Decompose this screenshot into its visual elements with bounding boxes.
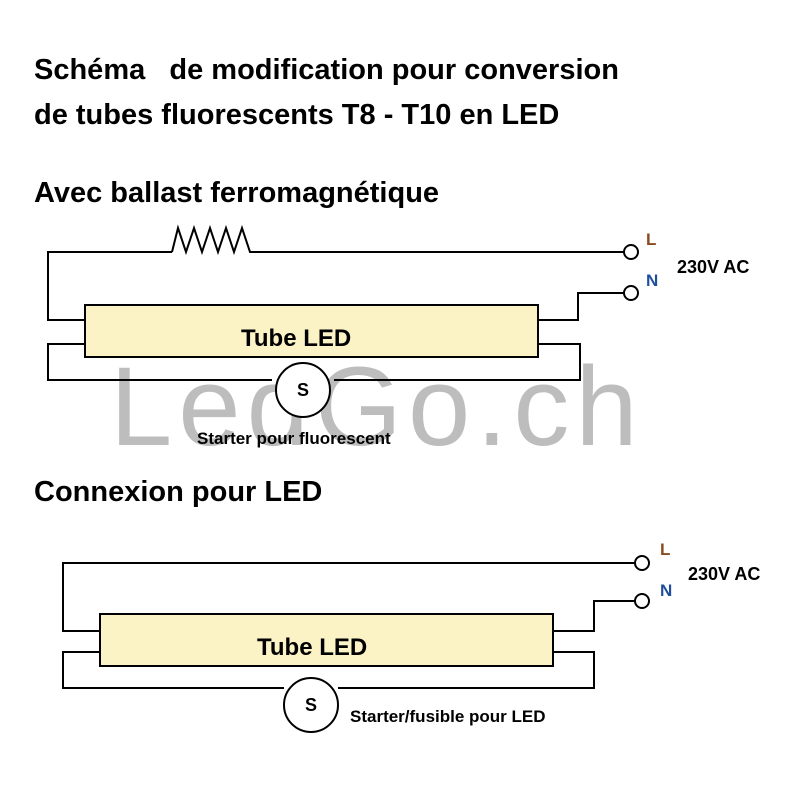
starter-2 [283, 677, 339, 733]
wire-fuse-to-right [338, 651, 595, 689]
voltage-2: 230V AC [688, 564, 760, 584]
diagram-led [62, 562, 635, 689]
wire-starter-to-right [334, 343, 581, 381]
starter-1-symbol: S [297, 380, 309, 400]
wire-ballast-to-tube [47, 251, 172, 321]
terminal-l-1 [623, 244, 639, 260]
led-tube-1-label: Tube LED [241, 325, 351, 352]
terminal-l-1-label: L [646, 230, 656, 249]
diagram-ballast [47, 224, 624, 381]
wire-l-to-tube [62, 562, 635, 632]
title-line-2: de tubes fluorescents T8 - T10 en LED [34, 99, 560, 131]
led-tube-2-label: Tube LED [257, 634, 367, 661]
led-tube-1 [84, 304, 539, 358]
watermark: LedGo.ch [110, 344, 644, 469]
voltage-1: 230V AC [677, 257, 749, 277]
terminal-n-2-label: N [660, 581, 672, 600]
wire-left-to-fuse [62, 651, 284, 689]
ballast-resistor-symbol [171, 224, 258, 256]
starter-2-label: Starter/fusible pour LED [350, 707, 546, 726]
wire-n-to-tube [538, 292, 624, 321]
terminal-n-1-label: N [646, 271, 658, 290]
wire-left-to-starter [47, 343, 272, 381]
wire-n-to-tube-2 [553, 600, 635, 632]
starter-1-label: Starter pour fluorescent [197, 429, 391, 448]
title-line-1: Schéma de modification pour conversion [34, 54, 619, 86]
terminal-n-1 [623, 285, 639, 301]
heading-ballast: Avec ballast ferromagnétique [34, 177, 440, 209]
terminal-n-2 [634, 593, 650, 609]
starter-1 [275, 362, 331, 418]
led-tube-2 [99, 613, 554, 667]
terminal-l-2 [634, 555, 650, 571]
heading-led-connection: Connexion pour LED [34, 476, 323, 508]
starter-2-symbol: S [305, 695, 317, 715]
terminal-l-2-label: L [660, 540, 670, 559]
